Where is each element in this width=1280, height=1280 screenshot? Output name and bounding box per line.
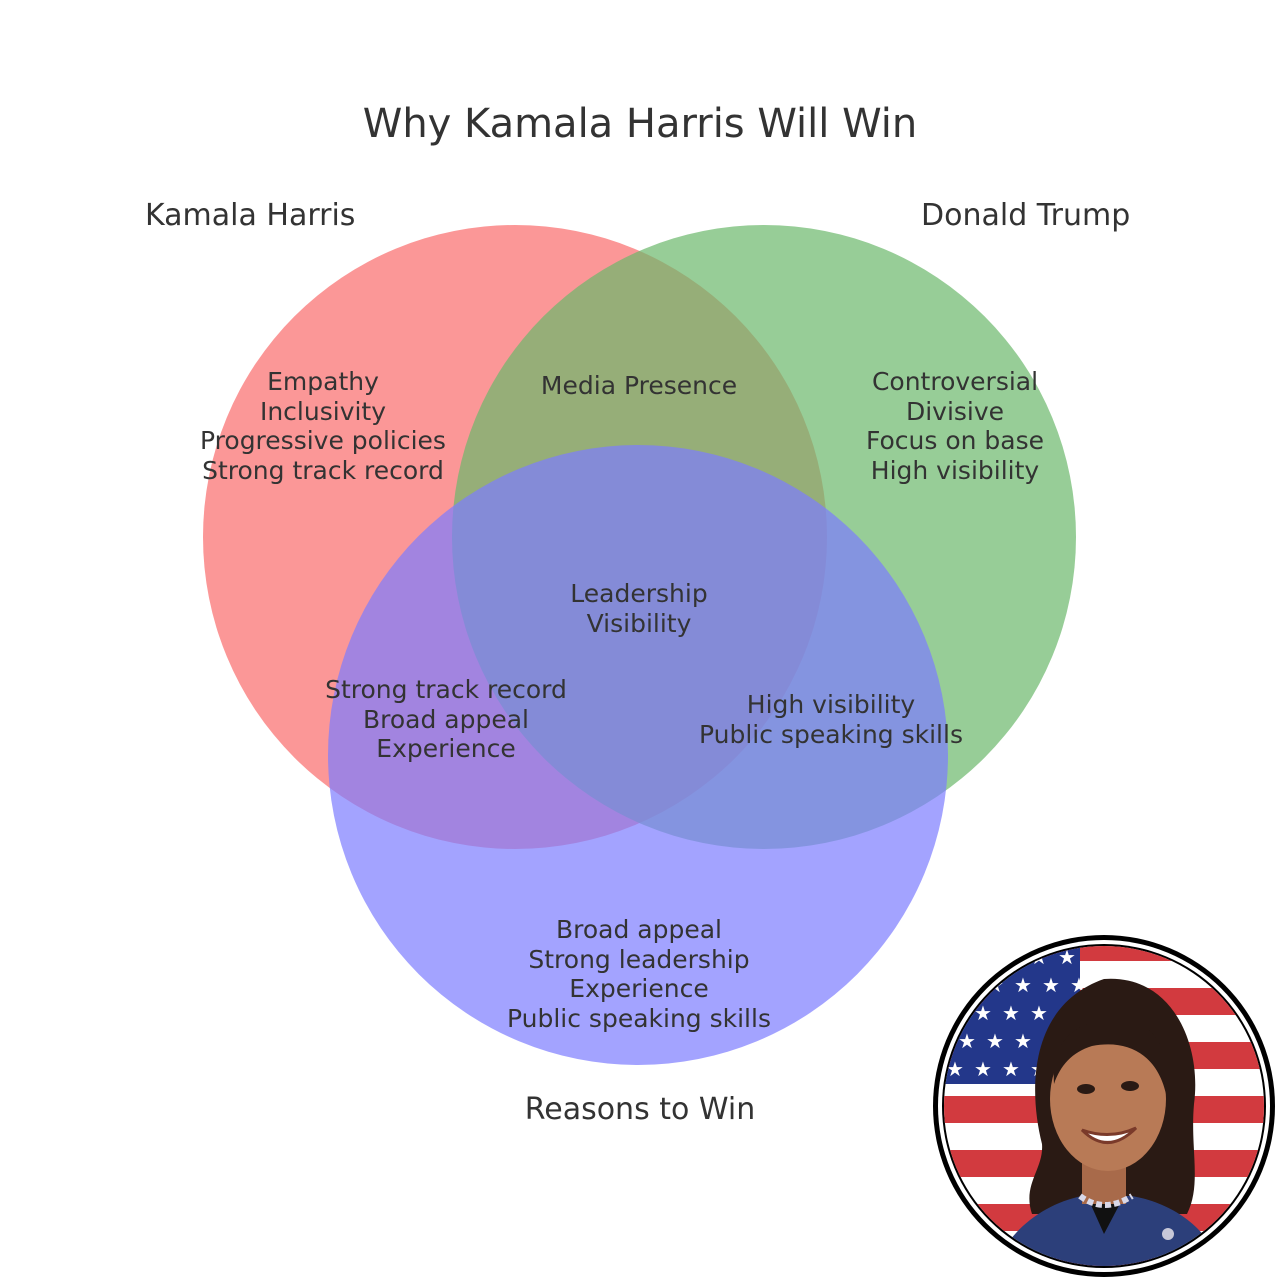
svg-text:★: ★ <box>974 1001 992 1025</box>
region-item: Experience <box>376 734 516 763</box>
region-item: Broad appeal <box>362 704 529 734</box>
region-item: High visibility <box>870 455 1040 485</box>
region-donald-trump-only: Controversial Divisive Focus on base Hig… <box>835 367 1075 485</box>
svg-text:★: ★ <box>1058 945 1076 969</box>
set-label-kamala-harris: Kamala Harris <box>145 198 356 233</box>
svg-text:★: ★ <box>974 1057 992 1081</box>
region-reasons-to-win-only: Broad appeal Strong leadership Experienc… <box>479 915 799 1033</box>
reasons-to-win-circle <box>328 445 948 1065</box>
region-all-three-overlap: Leadership Visibility <box>519 579 759 638</box>
region-item: Public speaking skills <box>699 719 963 749</box>
region-item: Visibility <box>586 608 692 638</box>
region-kamala-harris-only: Empathy Inclusivity Progressive policies… <box>173 367 473 485</box>
region-trump-reasons-overlap: High visibility Public speaking skills <box>681 690 981 749</box>
svg-text:★: ★ <box>946 945 964 969</box>
region-item: Inclusivity <box>259 396 387 426</box>
svg-text:★: ★ <box>1014 1029 1032 1053</box>
set-label-reasons-to-win: Reasons to Win <box>524 1092 756 1127</box>
region-item: Progressive policies <box>200 426 446 455</box>
region-harris-reasons-overlap: Strong track record Broad appeal Experie… <box>306 675 586 764</box>
region-item: Broad appeal <box>555 915 722 944</box>
kamala-harris-portrait-icon: ★★★★★★★★★★★★★★★★★★★★★★★★★ <box>933 935 1275 1277</box>
region-item: Strong track record <box>202 455 444 485</box>
svg-text:★: ★ <box>946 1057 964 1081</box>
diagram-title: Why Kamala Harris Will Win <box>362 101 918 147</box>
region-item: Leadership <box>570 579 708 608</box>
region-item: Strong leadership <box>528 944 750 974</box>
region-item: Focus on base <box>865 426 1045 455</box>
region-item: Experience <box>569 974 709 1003</box>
region-item: Media Presence <box>540 371 738 400</box>
svg-text:★: ★ <box>958 973 976 997</box>
svg-text:★: ★ <box>1014 973 1032 997</box>
svg-text:★: ★ <box>1002 1057 1020 1081</box>
svg-text:★: ★ <box>958 1029 976 1053</box>
set-label-donald-trump: Donald Trump <box>921 198 1131 233</box>
region-item: Public speaking skills <box>507 1003 771 1033</box>
svg-text:★: ★ <box>1042 973 1060 997</box>
region-item: Strong track record <box>325 675 567 704</box>
region-item: Empathy <box>267 367 379 396</box>
svg-text:★: ★ <box>974 945 992 969</box>
region-harris-trump-overlap: Media Presence <box>489 371 789 401</box>
svg-text:★: ★ <box>1030 1001 1048 1025</box>
region-item: High visibility <box>746 690 916 719</box>
svg-text:★: ★ <box>986 1029 1004 1053</box>
region-item: Controversial <box>871 367 1039 396</box>
region-item: Divisive <box>905 396 1005 426</box>
svg-text:★: ★ <box>1002 1001 1020 1025</box>
